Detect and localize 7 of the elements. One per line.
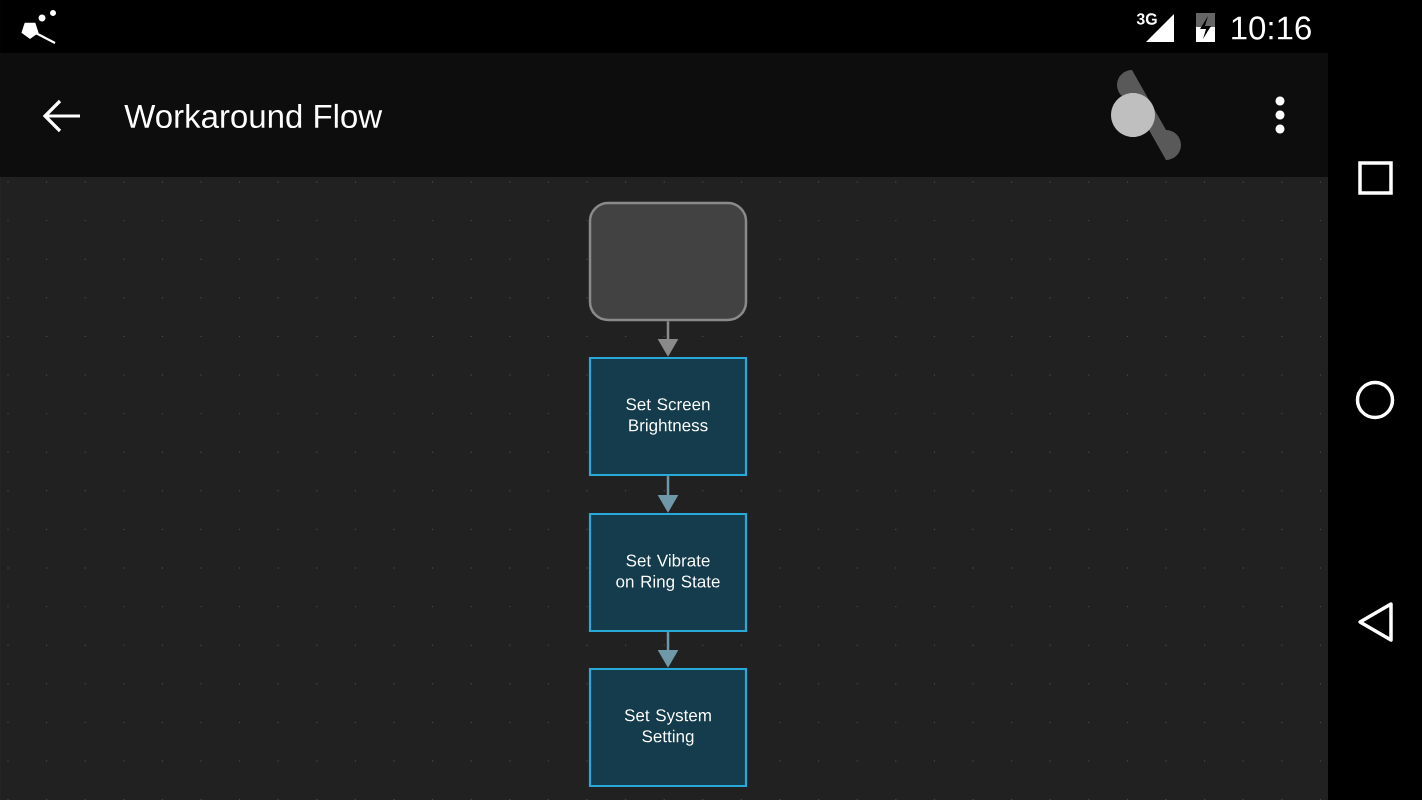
action-box: Set Vibrate on Ring State <box>588 512 748 633</box>
screen-title: Workaround Flow <box>124 103 383 129</box>
network-type: 3G <box>1136 13 1157 25</box>
action-box: Set Screen Brightness <box>588 356 748 477</box>
clock-time: 10:16 <box>1232 16 1311 40</box>
action-box: Set System Setting <box>588 667 748 788</box>
empty-box <box>588 201 748 322</box>
